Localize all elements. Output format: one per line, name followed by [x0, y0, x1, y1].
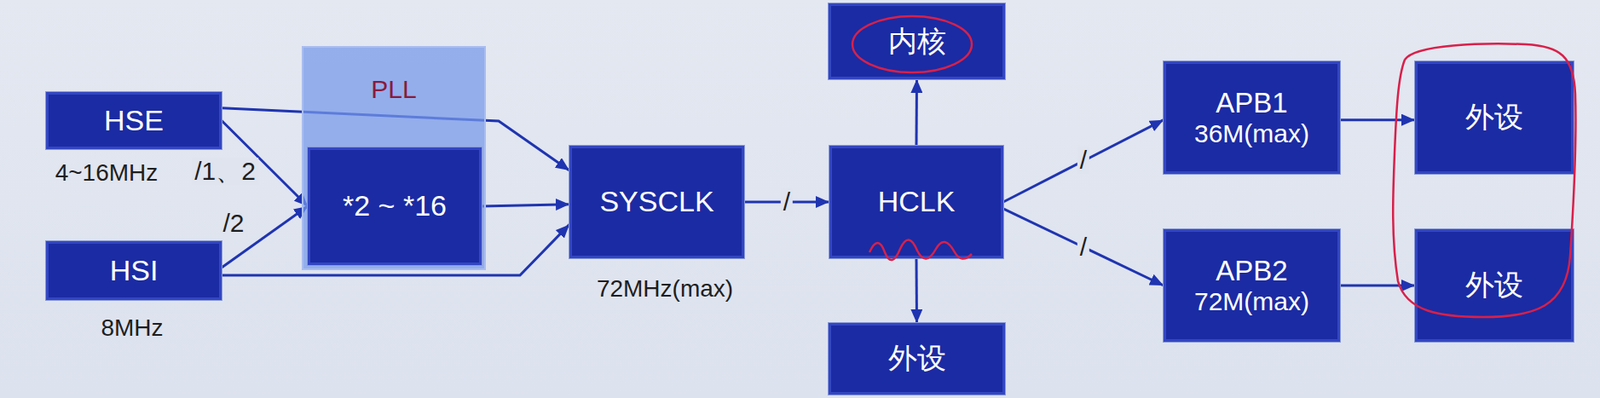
clock-connector — [1340, 118, 1416, 122]
frequency-note: 8MHz — [100, 316, 163, 341]
box-label: 外设 — [1465, 268, 1524, 302]
box-label: HSI — [109, 254, 159, 288]
box-label: HSE — [103, 103, 164, 138]
frequency-note: 72MHz(max) — [596, 277, 734, 301]
box-label: SYSCLK — [599, 184, 714, 219]
clock-box: 外设 — [1415, 229, 1574, 342]
box-label: APB1 — [1215, 86, 1288, 120]
divider-label: /1、2 — [191, 157, 259, 185]
clock-connector — [481, 204, 570, 207]
frequency-note: 4~16MHz — [55, 161, 159, 185]
divider-label: / — [1077, 146, 1090, 174]
clock-box: HCLK — [829, 145, 1004, 259]
divider-label: / — [1077, 233, 1090, 261]
box-label: HCLK — [877, 184, 956, 219]
red-loop — [1392, 43, 1576, 318]
clock-box: APB136M(max) — [1163, 61, 1341, 174]
box-sublabel: 72M(max) — [1194, 287, 1310, 318]
clock-box: HSI — [46, 241, 222, 301]
box-label: 外设 — [888, 341, 947, 376]
clock-connector — [1003, 208, 1164, 286]
red-scribble — [869, 239, 972, 260]
clock-box: 外设 — [1415, 61, 1574, 174]
clock-connector — [915, 258, 919, 324]
box-sublabel: 36M(max) — [1194, 119, 1310, 150]
clock-connector — [915, 79, 919, 146]
clock-box: *2 ~ *16 — [307, 147, 482, 266]
clock-box: 内核 — [828, 3, 1006, 80]
box-label: *2 ~ *16 — [342, 189, 447, 223]
box-label: PLL — [370, 75, 416, 105]
divider-label: / — [780, 188, 793, 216]
clock-connector — [1340, 284, 1416, 288]
clock-box: 外设 — [828, 323, 1006, 395]
box-label: 外设 — [1465, 100, 1524, 134]
clock-box: HSE — [46, 92, 222, 150]
clock-box: SYSCLK — [569, 145, 745, 259]
box-label: APB2 — [1215, 254, 1288, 288]
divider-label: /2 — [219, 209, 247, 237]
red-circle — [852, 16, 972, 73]
box-label: 内核 — [888, 24, 947, 58]
clock-connector — [1003, 120, 1164, 203]
clock-box: APB272M(max) — [1163, 229, 1341, 342]
pll-band: PLL *2 ~ *16 — [301, 46, 486, 271]
